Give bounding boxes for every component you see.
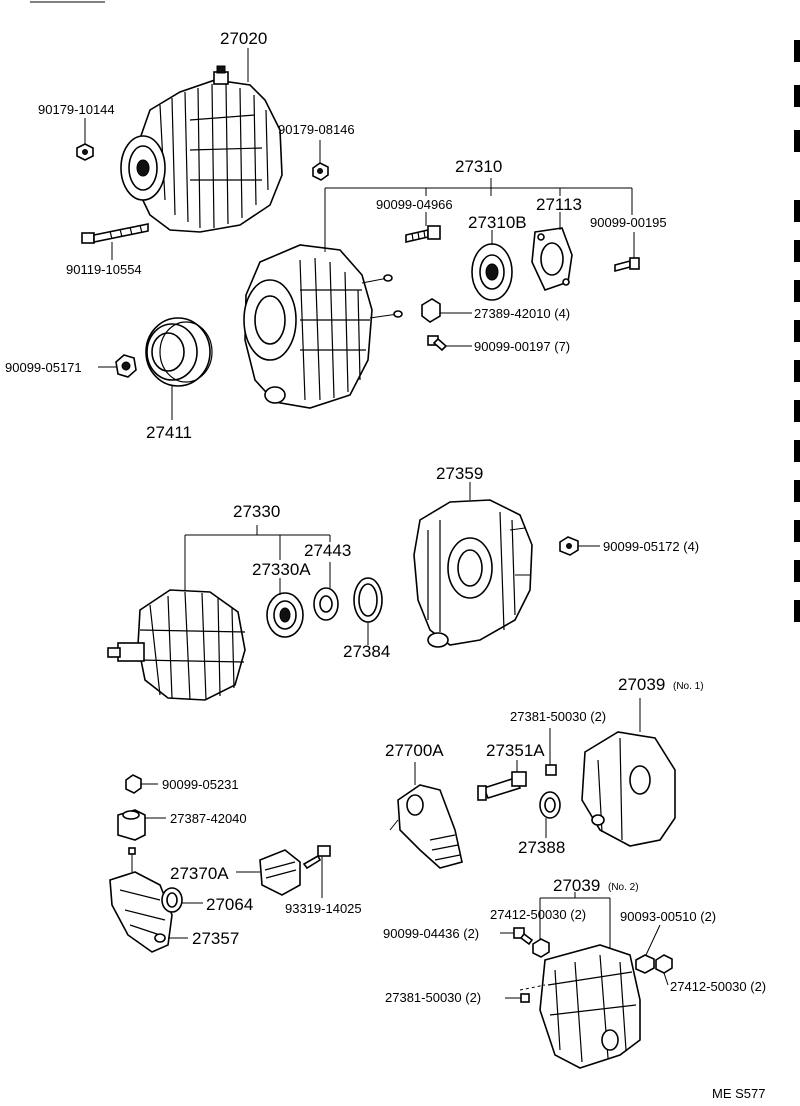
label-27330: 27330 [233, 502, 280, 521]
through-bolt-icon [81, 223, 149, 244]
label-27351a: 27351A [486, 741, 545, 760]
label-90099-05231: 90099-05231 [162, 777, 239, 792]
label-90119-10554: 90119-10554 [66, 262, 142, 277]
label-90099-04966: 90099-04966 [376, 197, 453, 212]
nut-27412-50030-b-icon [655, 954, 673, 974]
dashed-leader [519, 984, 546, 991]
label-27039-no2-note: (No. 2) [608, 882, 639, 893]
label-27443: 27443 [304, 541, 351, 560]
label-27388: 27388 [518, 838, 565, 857]
nut-90099-05172-icon [559, 536, 579, 556]
label-27039-no2: 27039 [553, 876, 600, 895]
bracket-27330 [184, 525, 331, 598]
drive-end-frame[interactable] [243, 244, 403, 409]
label-27039-no1-note: (No. 1) [673, 681, 704, 692]
nut-27381-50030-a-icon [545, 764, 557, 776]
label-90099-05172: 90099-05172 (4) [603, 539, 699, 554]
rectifier-end-frame-27359[interactable] [413, 499, 533, 648]
label-27370a: 27370A [170, 864, 229, 883]
label-27389-42010: 27389-42010 (4) [474, 306, 570, 321]
label-90179-08146: 90179-08146 [278, 122, 355, 137]
rectifier-holder-27357-icon[interactable] [109, 847, 173, 953]
nut-90179-08146-icon [312, 162, 329, 181]
label-27357: 27357 [192, 929, 239, 948]
brush-holder-27700a-icon[interactable] [389, 784, 463, 869]
label-27310: 27310 [455, 157, 502, 176]
label-90179-10144: 90179-10144 [38, 102, 115, 117]
rear-cover-no2-icon[interactable] [539, 944, 641, 1069]
right-edge-marks [794, 40, 800, 622]
label-90093-00510: 90093-00510 (2) [620, 909, 716, 924]
screw-90099-00195-icon [614, 257, 640, 273]
label-27310b: 27310B [468, 213, 527, 232]
label-27039-no1: 27039 [618, 675, 665, 694]
label-27384: 27384 [343, 642, 390, 661]
nut-90099-05231-icon [125, 774, 142, 794]
nut-27381-50030-b-icon [520, 993, 530, 1003]
retainer-plate-27113-icon [531, 227, 573, 291]
screw-90099-04436-icon [513, 927, 534, 946]
leader [663, 972, 669, 986]
bracket-27310 [324, 178, 633, 252]
label-27412-50030-a: 27412-50030 (2) [490, 907, 586, 922]
bearing-cover-27443-icon [313, 587, 339, 621]
nut-90093-00510-icon [635, 954, 655, 974]
label-27020: 27020 [220, 29, 267, 48]
label-27359: 27359 [436, 464, 483, 483]
rear-cover-no1-icon[interactable] [581, 731, 676, 847]
nut-27412-50030-a-icon [532, 938, 550, 958]
footer-code: ME S577 [712, 1086, 765, 1101]
washer-27384-icon [353, 577, 383, 623]
label-27411: 27411 [146, 423, 192, 442]
label-90099-00195: 90099-00195 [590, 215, 667, 230]
insulator-27389-icon [421, 298, 441, 323]
screw-93319-14025-icon [302, 845, 331, 870]
bearing-27310b-icon [471, 243, 513, 301]
label-27381-50030-b: 27381-50030 (2) [385, 990, 481, 1005]
label-27412-50030-b: 27412-50030 (2) [670, 979, 766, 994]
label-90099-05171: 90099-05171 [5, 360, 82, 375]
bushing-27388-icon [539, 791, 561, 819]
screw-90099-00197-icon [427, 335, 448, 352]
label-27387-42040: 27387-42040 [170, 811, 247, 826]
rotor-27330[interactable] [107, 589, 246, 701]
terminal-bolt-27351a-icon [477, 771, 527, 801]
label-27381-50030-a: 27381-50030 (2) [510, 709, 606, 724]
leader [645, 924, 661, 956]
label-27113: 27113 [536, 195, 582, 214]
nut-90179-10144-icon [76, 143, 94, 161]
washer-27064-icon [161, 887, 183, 913]
regulator-27370a-icon[interactable] [259, 849, 301, 896]
label-27330a: 27330A [252, 560, 311, 579]
nut-90099-05171-icon [115, 354, 137, 378]
label-90099-04436: 90099-04436 (2) [383, 926, 479, 941]
label-90099-00197: 90099-00197 (7) [474, 339, 570, 354]
label-27700a: 27700A [385, 741, 444, 760]
bearing-27330a-icon [266, 592, 304, 638]
insulator-27387-42040-icon [117, 809, 146, 841]
label-27064: 27064 [206, 895, 253, 914]
pulley-27411-icon[interactable] [145, 317, 213, 387]
screw-90099-04966-icon [405, 225, 441, 244]
alternator-assembly[interactable] [120, 65, 283, 233]
label-93319-14025: 93319-14025 [285, 901, 362, 916]
